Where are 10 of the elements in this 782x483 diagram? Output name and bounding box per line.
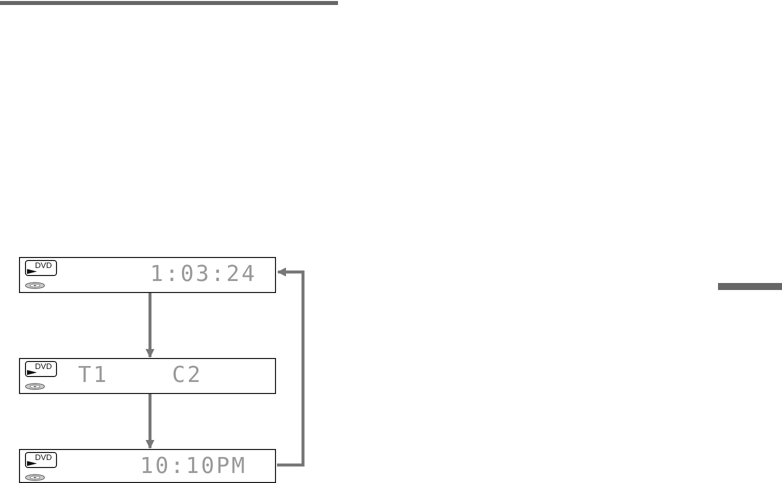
display-panel bbox=[19, 449, 276, 483]
arrow bbox=[277, 268, 304, 466]
display-panel bbox=[19, 257, 276, 293]
arrow bbox=[146, 394, 154, 449]
display-readout: 10:10PM bbox=[140, 453, 247, 481]
display-readout: 1:03:24 bbox=[150, 261, 257, 289]
display-readout: C2 bbox=[172, 362, 202, 390]
arrow bbox=[146, 293, 154, 358]
display-panel bbox=[19, 358, 276, 394]
display-readout: T1 bbox=[78, 362, 108, 390]
